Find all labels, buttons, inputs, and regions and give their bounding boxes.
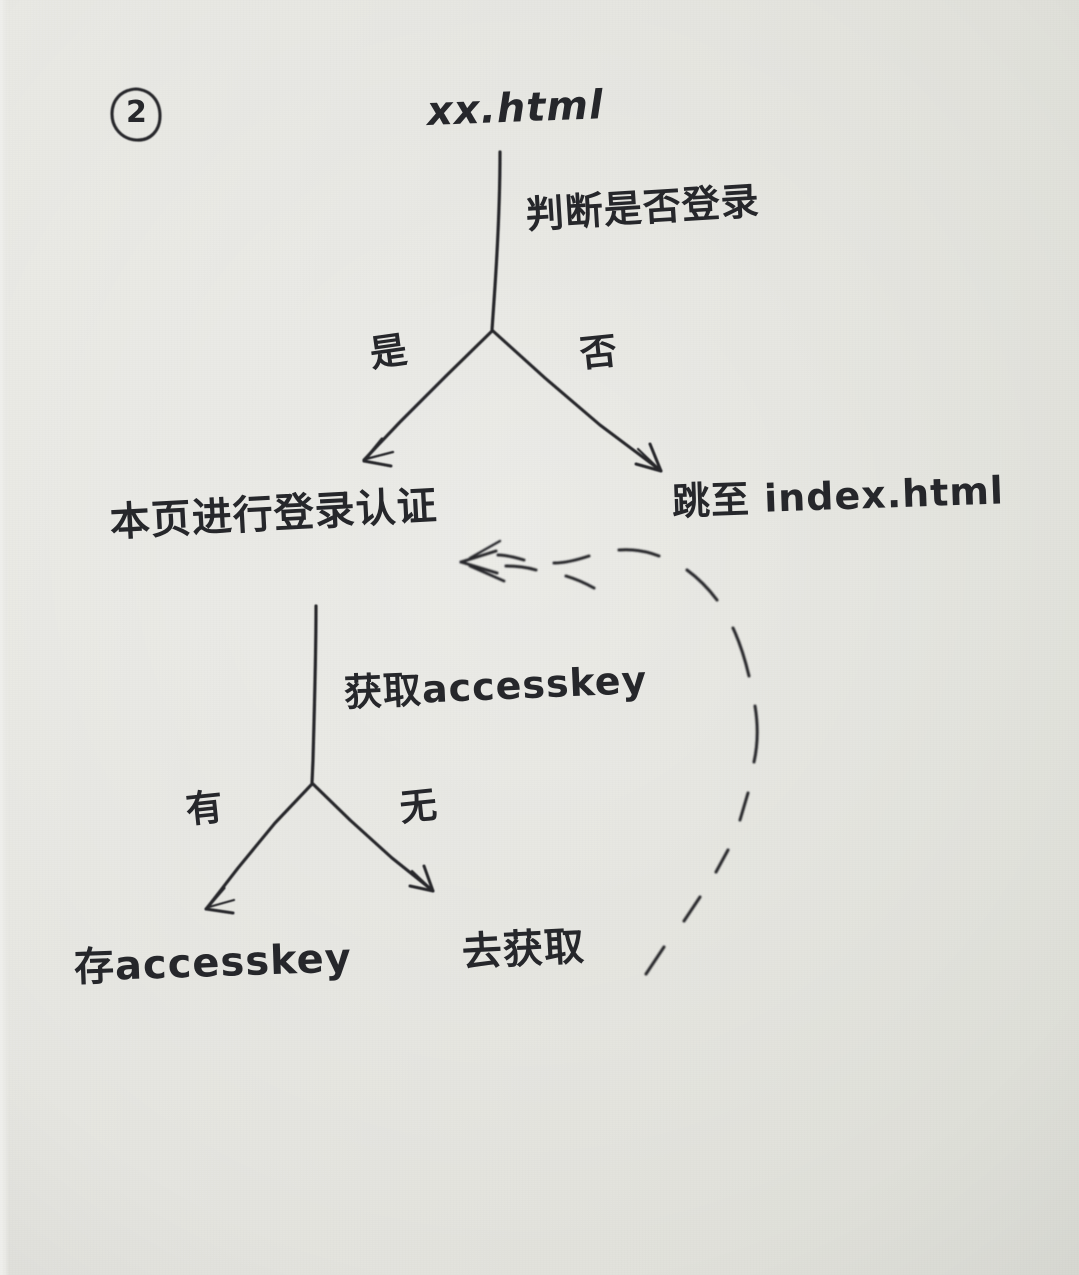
edge-label-none: 无 <box>397 783 441 830</box>
edge-label-no: 否 <box>577 329 621 376</box>
edge-decision1-no <box>491 329 663 473</box>
edge-feedback-dashed <box>459 539 759 976</box>
node-label-store-accesskey: 存accesskey <box>73 935 353 991</box>
edge-label-has: 有 <box>183 785 227 832</box>
edge-decision1-yes <box>362 329 494 468</box>
section-marker-number: 2 <box>126 95 147 130</box>
edge-decision2-none <box>311 782 435 893</box>
edge-decision2-has <box>204 782 314 915</box>
section-marker-circle <box>110 87 162 142</box>
node-label-fetch: 去获取 <box>460 923 587 976</box>
edge-label-yes: 是 <box>367 327 411 376</box>
edge-auth-to-decision2 <box>310 604 318 785</box>
edge-root-to-decision1 <box>490 150 502 332</box>
node-label-root: xx.html <box>426 82 605 135</box>
node-label-index: 跳至 index.html <box>671 468 1005 524</box>
